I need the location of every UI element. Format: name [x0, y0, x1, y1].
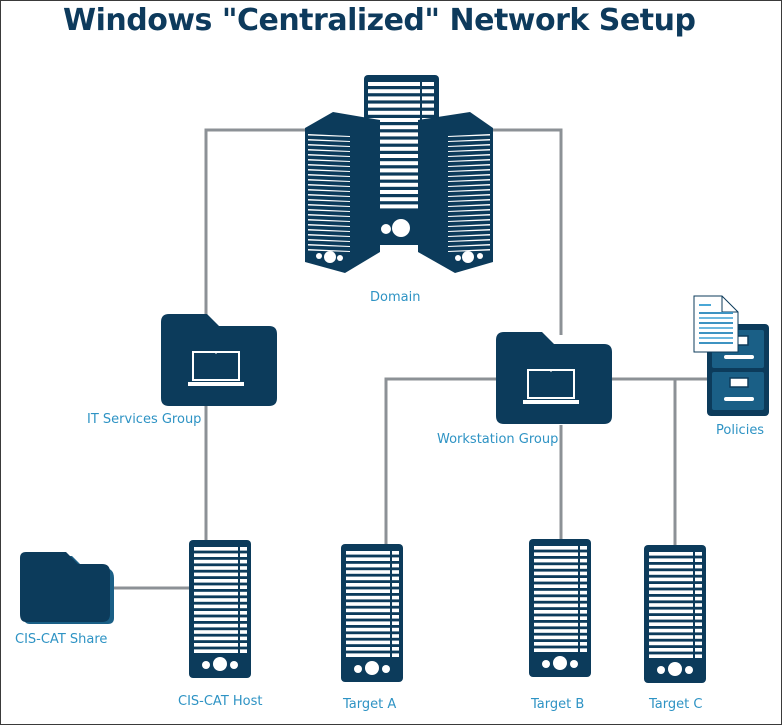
target-b-label: Target B	[531, 697, 585, 712]
cis-cat-share-folder-icon[interactable]	[20, 552, 114, 624]
target-c-server-icon[interactable]	[644, 545, 706, 683]
edge-domain-workstation	[490, 128, 563, 335]
edge-domain-it-services	[204, 128, 305, 318]
diagram-title: Windows "Centralized" Network Setup	[63, 3, 696, 38]
target-c-label: Target C	[649, 697, 703, 712]
domain-label: Domain	[370, 290, 421, 305]
cis-cat-host-server-icon[interactable]	[189, 540, 251, 678]
target-a-label: Target A	[343, 697, 397, 712]
cis-cat-share-label: CIS-CAT Share	[15, 632, 108, 647]
workstation-folder-laptop-icon[interactable]	[495, 331, 613, 425]
domain-server-cluster-icon[interactable]	[305, 75, 493, 273]
target-b-server-icon[interactable]	[529, 539, 591, 677]
target-a-server-icon[interactable]	[341, 544, 403, 682]
it-services-group-label: IT Services Group	[87, 412, 202, 427]
workstation-group-label: Workstation Group	[437, 432, 559, 447]
cis-cat-host-label: CIS-CAT Host	[178, 694, 263, 709]
connectors	[112, 128, 710, 590]
it-services-folder-laptop-icon[interactable]	[160, 313, 278, 407]
policy-document-icon	[693, 295, 739, 353]
policies-label: Policies	[716, 423, 765, 438]
edge-workstation-target-a	[384, 377, 497, 546]
